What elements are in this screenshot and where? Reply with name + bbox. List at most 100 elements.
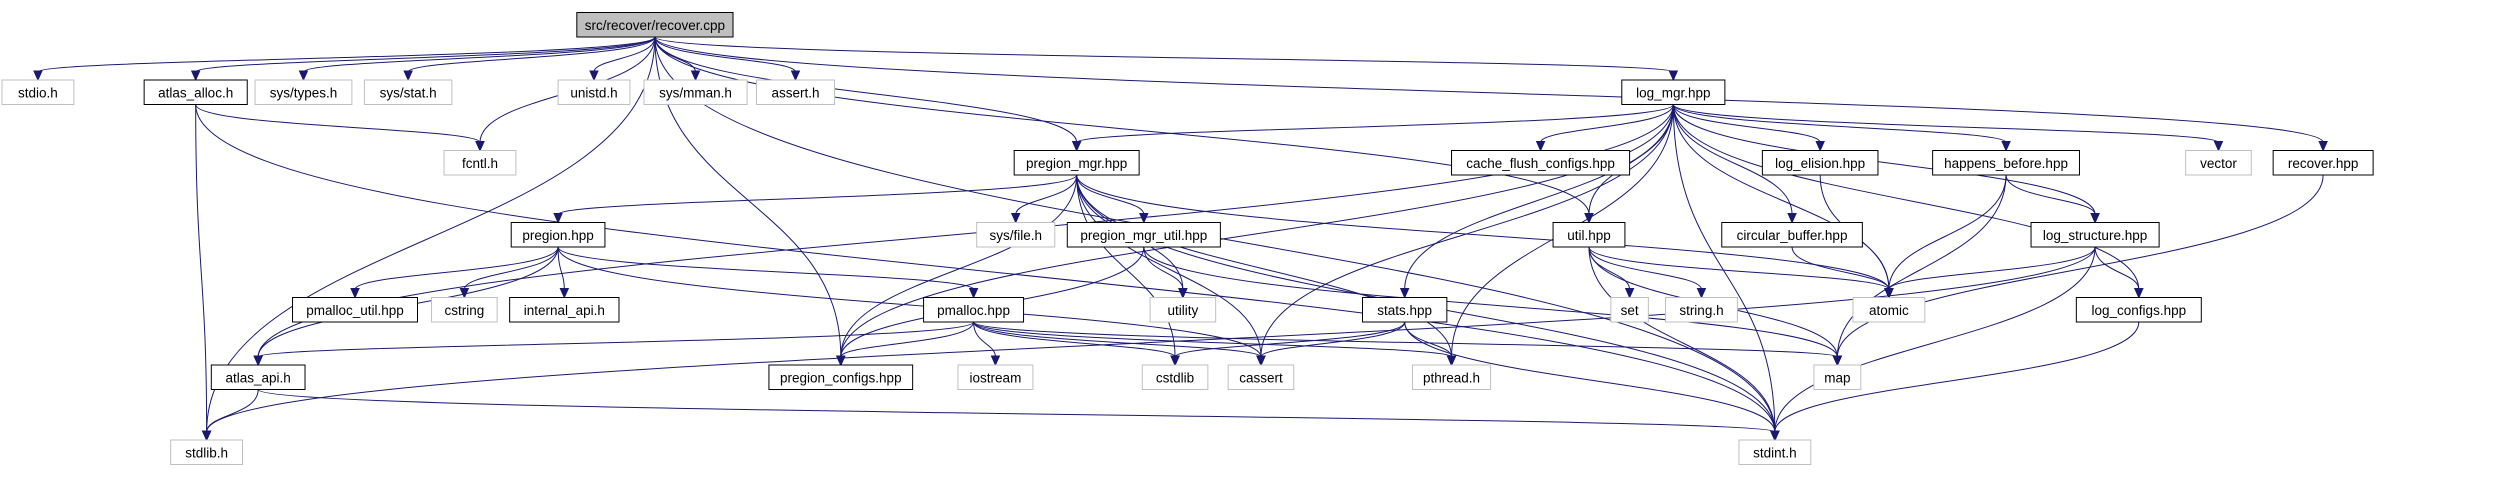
edge-line: [1076, 104, 1674, 143]
node-recover-hpp[interactable]: recover.hpp: [2272, 150, 2374, 176]
node-log-configs-hpp[interactable]: log_configs.hpp: [2075, 297, 2202, 323]
node-box: [1761, 150, 1879, 176]
node-recover-cpp[interactable]: src/recover/recover.cpp: [576, 12, 734, 38]
node-label: log_mgr.hpp: [1636, 85, 1710, 100]
node-label: string.h: [1679, 303, 1723, 318]
edge-line: [2094, 246, 2140, 290]
arrowhead: [201, 430, 212, 442]
node-label: util.hpp: [1567, 228, 1611, 243]
node-atlas-alloc-h[interactable]: atlas_alloc.h: [143, 79, 248, 105]
edge-log_mgr_hpp-to-pregion_mgr_hpp: [1071, 104, 1674, 152]
node-box: [1813, 364, 1862, 390]
node-stats-hpp[interactable]: stats.hpp: [1362, 297, 1448, 323]
node-box: [976, 222, 1056, 248]
arrowhead: [2318, 141, 2328, 152]
node-stdlib-h: stdlib.h: [170, 439, 244, 465]
node-box: [1610, 297, 1649, 323]
node-util-hpp[interactable]: util.hpp: [1552, 222, 1626, 248]
node-label: happens_before.hpp: [1944, 156, 2068, 171]
edge-line: [654, 36, 1590, 215]
edge-util_hpp-to-string_h: [1588, 246, 1707, 299]
node-box: [1362, 297, 1448, 323]
node-label: log_configs.hpp: [2092, 303, 2187, 318]
node-assert-h: assert.h: [755, 79, 836, 105]
node-atlas-api-h[interactable]: atlas_api.h: [210, 364, 306, 390]
edge-line: [840, 321, 975, 358]
node-unistd-h: unistd.h: [557, 79, 631, 105]
edge-line: [1672, 104, 1890, 290]
edge-line: [654, 36, 1078, 143]
node-box: [1738, 439, 1812, 465]
node-label: src/recover/recover.cpp: [585, 18, 725, 33]
node-happens-before-hpp[interactable]: happens_before.hpp: [1932, 150, 2080, 176]
node-box: [254, 79, 353, 105]
arrowhead: [1010, 213, 1021, 224]
node-circular-buffer-hpp[interactable]: circular_buffer.hpp: [1721, 222, 1863, 248]
arrowhead: [1178, 288, 1188, 299]
edge-line: [654, 36, 697, 73]
node-cache-flush-configs-hpp[interactable]: cache_flush_configs.hpp: [1451, 150, 1631, 176]
edge-line: [1260, 321, 1406, 358]
arrowhead: [1446, 355, 1457, 367]
edge-log_mgr_hpp-to-vector: [1672, 104, 2224, 152]
node-pmalloc-util-hpp[interactable]: pmalloc_util.hpp: [292, 297, 418, 323]
edge-pmalloc_hpp-to-cstdlib: [973, 321, 1180, 367]
node-label: sys/stat.h: [380, 85, 437, 100]
node-log-mgr-hpp[interactable]: log_mgr.hpp: [1621, 79, 1726, 105]
node-label: pmalloc.hpp: [937, 303, 1010, 318]
edge-line: [1672, 104, 1776, 433]
arrowhead: [190, 70, 201, 82]
node-internal-api-h[interactable]: internal_api.h: [509, 297, 620, 323]
edge-line: [557, 246, 975, 290]
edge-line: [1774, 321, 2140, 433]
node-sys-file-h: sys/file.h: [976, 222, 1056, 248]
node-box: [1141, 364, 1209, 390]
edge-pregion_hpp-to-pmalloc_hpp: [557, 246, 979, 299]
edge-line: [840, 174, 1078, 358]
arrowhead: [2134, 288, 2144, 299]
node-log-elision-hpp[interactable]: log_elision.hpp: [1761, 150, 1879, 176]
edge-log_mgr_hpp-to-log_elision_hpp: [1672, 104, 1825, 152]
arrowhead: [2001, 141, 2011, 152]
edge-recover_cpp-to-sys_types_h: [298, 36, 656, 82]
edge-line: [257, 321, 975, 358]
edge-pregion_mgr_util_hpp-to-utility: [1143, 246, 1188, 299]
edge-atlas_api_h-to-stdint_h: [257, 389, 1780, 442]
node-box: [1013, 150, 1140, 176]
edge-log_mgr_hpp-to-log_configs_hpp: [1672, 104, 2144, 299]
arrowhead: [475, 141, 485, 152]
edge-line: [1588, 246, 1702, 290]
node-label: cstdlib: [1156, 370, 1194, 385]
node-box: [363, 79, 453, 105]
edge-log_mgr_hpp-to-cache_flush_configs_hpp: [1535, 104, 1674, 152]
node-label: cstring: [444, 303, 484, 318]
edge-line: [973, 321, 1262, 358]
edge-line: [1076, 174, 1262, 358]
node-pregion-mgr-hpp[interactable]: pregion_mgr.hpp: [1013, 150, 1140, 176]
arrowhead: [968, 288, 979, 299]
edge-line: [1076, 174, 1453, 358]
node-fcntl-h: fcntl.h: [443, 150, 517, 176]
node-pregion-configs-hpp[interactable]: pregion_configs.hpp: [768, 364, 914, 390]
arrowhead: [298, 70, 309, 82]
edge-line: [593, 36, 656, 73]
node-box: [1552, 222, 1626, 248]
arrowhead: [1668, 70, 1679, 82]
node-box: [1665, 297, 1738, 323]
edge-line: [195, 36, 656, 73]
edge-log_mgr_hpp-to-pregion_configs_hpp: [836, 104, 1674, 367]
edge-line: [1672, 104, 2096, 215]
arrowhead: [1535, 141, 1546, 152]
node-pmalloc-hpp[interactable]: pmalloc.hpp: [923, 297, 1025, 323]
edge-circular_buffer_hpp-to-atomic: [1791, 246, 1894, 299]
arrowhead: [1256, 355, 1266, 367]
arrowhead: [1832, 355, 1843, 367]
edge-line: [354, 246, 559, 290]
edge-pmalloc_hpp-to-cassert: [973, 321, 1266, 367]
node-pregion-hpp[interactable]: pregion.hpp: [510, 222, 606, 248]
node-log-structure-hpp[interactable]: log_structure.hpp: [2030, 222, 2160, 248]
node-pregion-mgr-util-hpp[interactable]: pregion_mgr_util.hpp: [1066, 222, 1221, 248]
edge-line: [1143, 246, 1184, 290]
node-box: [1149, 297, 1217, 323]
node-box: [755, 79, 836, 105]
